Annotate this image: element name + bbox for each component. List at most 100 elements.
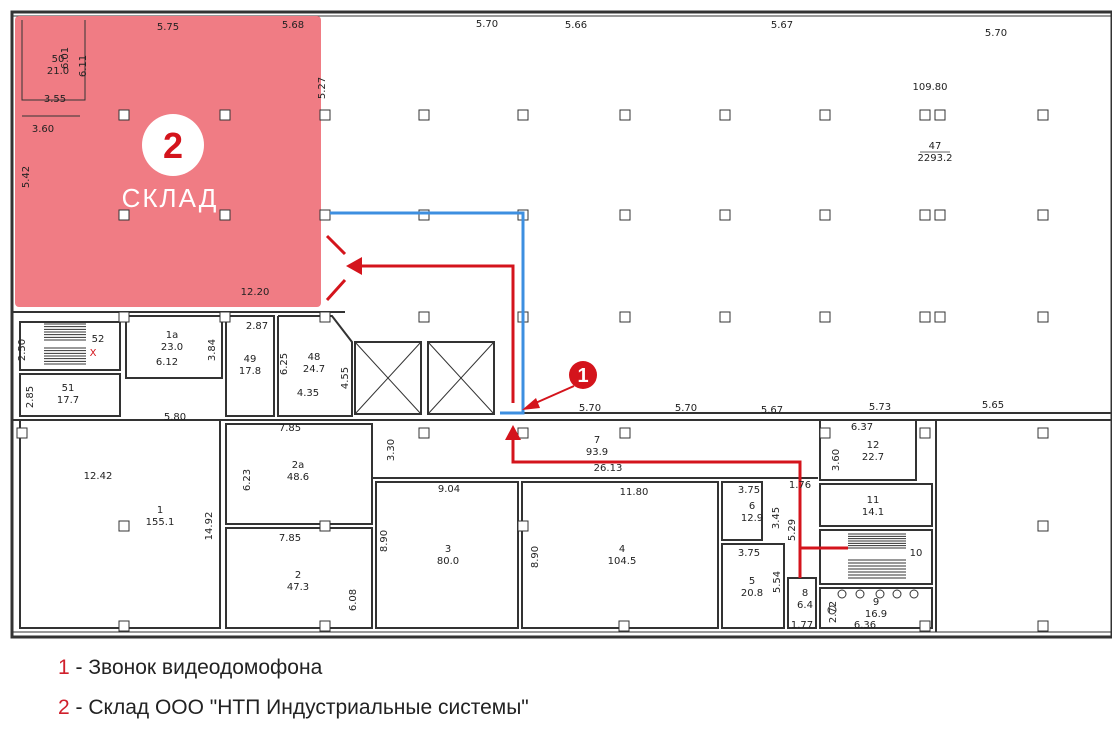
column (219, 209, 231, 221)
dim-label: 6.12 (156, 357, 178, 368)
column (16, 427, 28, 439)
room-49-area: 17.8 (239, 366, 261, 377)
room-50-area: 21.0 (47, 66, 69, 77)
room-11-area: 14.1 (862, 507, 884, 518)
column (919, 620, 931, 632)
room-9-area: 16.9 (865, 609, 887, 620)
dim-label: 5.80 (164, 412, 186, 423)
dim-label: 12.20 (241, 287, 270, 298)
room-51-area: 17.7 (57, 395, 79, 406)
column (219, 109, 231, 121)
legend-item-doorbell: 1 - Звонок видеодомофона (58, 656, 322, 680)
column (118, 209, 130, 221)
column (1037, 209, 1049, 221)
column (517, 109, 529, 121)
column (619, 209, 631, 221)
legend-text: - Звонок видеодомофона (69, 656, 323, 679)
dim-label: 3.60 (32, 124, 54, 135)
room-10-walls (819, 529, 933, 585)
dim-label: 5.66 (565, 20, 587, 31)
doorbell-marker-number: 1 (577, 365, 588, 387)
room-8-walls (787, 577, 817, 629)
column (819, 427, 831, 439)
column (219, 311, 231, 323)
elevator-shafts (354, 341, 495, 415)
room-1a-number: 1a (166, 330, 179, 341)
dim-label: 6.36 (854, 620, 876, 631)
room-6-number: 6 (749, 501, 755, 512)
column (919, 311, 931, 323)
legend-number: 2 (58, 696, 70, 719)
column (919, 109, 931, 121)
route-blue-path (330, 211, 525, 415)
column (819, 109, 831, 121)
column (319, 109, 331, 121)
room-9-number: 9 (873, 597, 879, 608)
dim-label: 3.84 (207, 339, 218, 361)
dim-label: 14.92 (204, 512, 215, 541)
column (319, 311, 331, 323)
room-50-number: 50 (52, 54, 65, 65)
room-1a-area: 23.0 (161, 342, 183, 353)
room-5-area: 20.8 (741, 588, 763, 599)
room-51-walls (19, 373, 121, 417)
room-52-walls (19, 321, 121, 371)
warehouse-number: 2 (163, 125, 183, 166)
dim-label: 9.04 (438, 484, 460, 495)
room-48-area: 24.7 (303, 364, 325, 375)
warehouse-door-leaf-bottom (325, 278, 347, 302)
dim-label: 6.08 (348, 589, 359, 611)
room-3-area: 80.0 (437, 556, 459, 567)
room-2-number: 2 (295, 570, 301, 581)
room-4-number: 4 (619, 544, 625, 555)
column (619, 427, 631, 439)
column (118, 311, 130, 323)
dim-label: 4.35 (297, 388, 319, 399)
room-47-area: 2293.2 (918, 153, 953, 164)
dim-label: 2.87 (246, 321, 268, 332)
room-12-number: 12 (867, 440, 880, 451)
dim-label: 5.70 (476, 19, 498, 30)
dim-label: 5.54 (772, 571, 783, 593)
column (934, 209, 946, 221)
column (719, 209, 731, 221)
column (517, 520, 529, 532)
dim-label: 7.85 (279, 533, 301, 544)
dim-label: 1.77 (791, 620, 813, 631)
room-10-number: 10 (910, 548, 923, 559)
legend-item-warehouse: 2 - Склад ООО "НТП Индустриальные систем… (58, 696, 529, 720)
room-50-walls (21, 20, 86, 101)
warehouse-door-leaf-top (325, 234, 347, 256)
column (418, 109, 430, 121)
legend-number: 1 (58, 656, 70, 679)
room-5-walls (721, 543, 785, 629)
warehouse-title: СКЛАД (122, 183, 219, 213)
column (719, 311, 731, 323)
column (619, 311, 631, 323)
room-2a-walls (225, 423, 373, 525)
dim-label: 5.42 (21, 166, 32, 188)
dim-label: 26.13 (594, 463, 623, 474)
room-7-area: 93.9 (586, 447, 608, 458)
dim-label: 5.68 (282, 20, 304, 31)
room-2a-area: 48.6 (287, 472, 309, 483)
column (919, 209, 931, 221)
room-1a-walls (125, 315, 223, 379)
dim-label: 5.75 (157, 22, 179, 33)
room-52-number: 52 (92, 334, 105, 345)
room-8-area: 6.4 (797, 600, 813, 611)
column (418, 311, 430, 323)
dim-label: 6.01 (60, 47, 71, 69)
warehouse-badge: 2 СКЛАД (122, 114, 219, 213)
room-52-mark: X (90, 348, 97, 359)
dim-label: 6.23 (242, 469, 253, 491)
room-2a-number: 2a (292, 460, 305, 471)
stairs-west (44, 323, 86, 365)
room-2-walls (225, 527, 373, 629)
room-6-walls (721, 481, 763, 541)
room-12-walls (819, 419, 917, 481)
dim-label: 2.85 (25, 386, 36, 408)
dim-label: 3.45 (771, 507, 782, 529)
route-red-path-north (362, 264, 515, 403)
dim-label: 5.67 (761, 405, 783, 416)
